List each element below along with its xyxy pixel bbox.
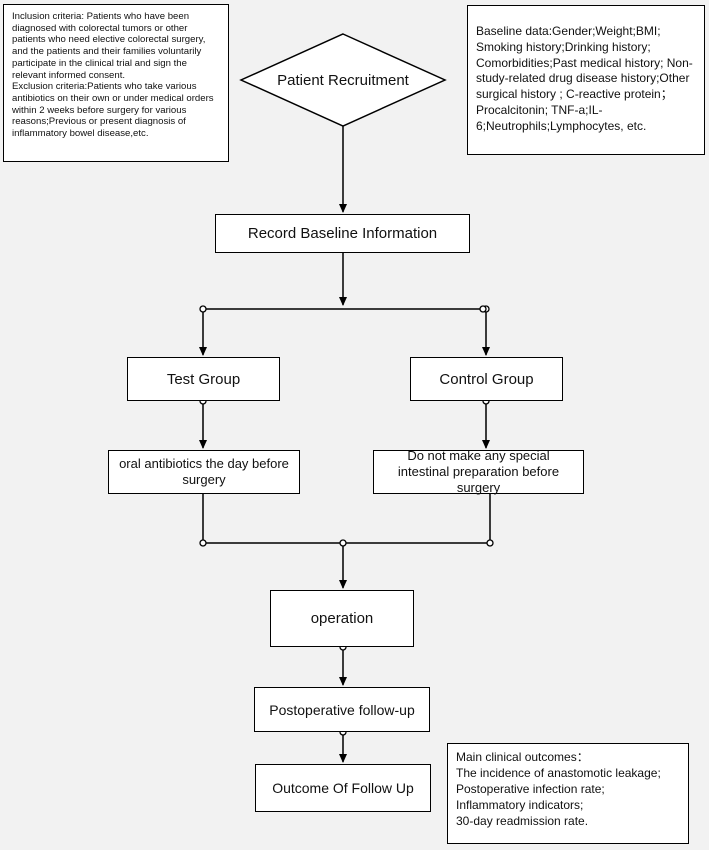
outcomes-note: Main clinical outcomes： The incidence of… <box>447 743 689 844</box>
outcome-box: Outcome Of Follow Up <box>255 764 431 812</box>
recruitment-label: Patient Recruitment <box>277 71 409 89</box>
outcome-item: Inflammatory indicators; <box>456 797 584 812</box>
inclusion-criteria-text: Inclusion criteria: Patients who have be… <box>12 11 206 81</box>
outcome-item: 30-day readmission rate. <box>456 813 589 828</box>
junction-dot <box>199 539 207 547</box>
junction-dot <box>339 539 347 547</box>
outcomes-title: Main clinical outcomes： <box>456 750 589 764</box>
junction-dot <box>486 539 494 547</box>
test-group-box: Test Group <box>127 357 280 401</box>
baseline-data-note: Baseline data:Gender;Weight;BMI; Smoking… <box>467 5 705 155</box>
baseline-box: Record Baseline Information <box>215 214 470 253</box>
control-group-box: Control Group <box>410 357 563 401</box>
operation-box: operation <box>270 590 414 647</box>
followup-box: Postoperative follow-up <box>254 687 430 732</box>
baseline-data-text: Baseline data:Gender;Weight;BMI; Smoking… <box>476 24 693 133</box>
test-intervention-box: oral antibiotics the day before surgery <box>108 450 300 494</box>
criteria-note: Inclusion criteria: Patients who have be… <box>3 4 229 162</box>
outcome-item: Postoperative infection rate; <box>456 781 605 796</box>
exclusion-criteria-text: Exclusion criteria:Patients who take var… <box>12 81 214 140</box>
recruitment-diamond <box>239 33 447 127</box>
control-intervention-box: Do not make any special intestinal prepa… <box>373 448 584 495</box>
junction-dot <box>479 305 487 313</box>
outcome-item: The incidence of anastomotic leakage; <box>456 765 661 780</box>
junction-dot <box>199 305 207 313</box>
